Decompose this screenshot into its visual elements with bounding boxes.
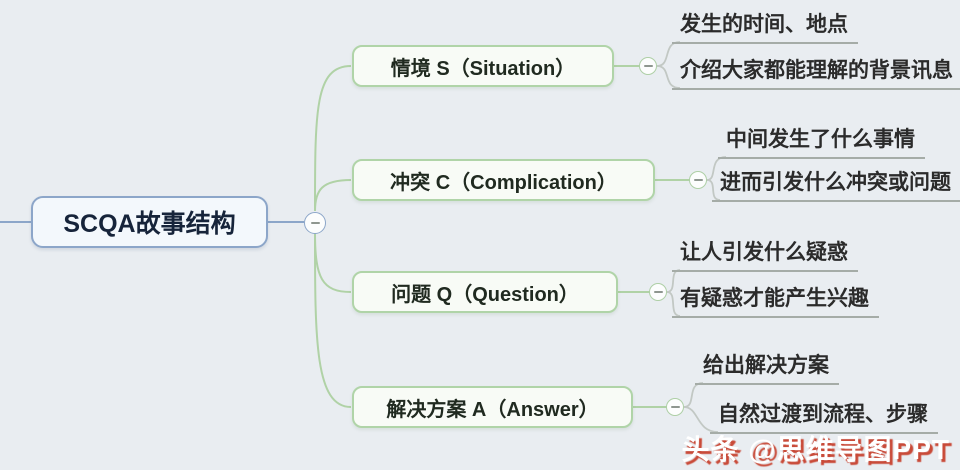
leaf-answer-solution[interactable]: 给出解决方案: [695, 353, 839, 385]
connector-leaf-answer-2: [683, 406, 719, 433]
leaf-label: 发生的时间、地点: [680, 13, 848, 36]
branch-node-answer[interactable]: 解决方案 A（Answer）: [352, 386, 633, 428]
watermark-text: 头条 @思维导图PPT: [681, 434, 950, 465]
branch-label-situation: 情境 S（Situation）: [390, 57, 576, 80]
leaf-question-doubt[interactable]: 让人引发什么疑惑: [672, 240, 858, 272]
complication-collapse-button[interactable]: [689, 171, 707, 189]
root-node-label: SCQA故事结构: [63, 210, 236, 238]
connector-root-branch-question: [314, 232, 352, 293]
leaf-complication-conflict[interactable]: 进而引发什么冲突或问题: [712, 170, 960, 202]
connector-root-branch-answer: [314, 232, 352, 408]
leaf-label: 进而引发什么冲突或问题: [720, 171, 951, 194]
connector-root-branch-complication: [314, 179, 352, 212]
connector-leaf-question-2: [666, 291, 681, 317]
answer-collapse-button[interactable]: [666, 398, 684, 416]
leaf-situation-background[interactable]: 介绍大家都能理解的背景讯息: [672, 58, 960, 90]
connector-root-branch-situation: [314, 65, 352, 212]
leaf-label: 让人引发什么疑惑: [680, 241, 848, 264]
toutiao-watermark: 头条 @思维导图PPT: [681, 428, 950, 468]
collapse-minus-icon: [653, 291, 663, 293]
branch-node-situation[interactable]: 情境 S（Situation）: [352, 45, 614, 87]
question-collapse-button[interactable]: [649, 283, 667, 301]
collapse-minus-icon: [670, 406, 680, 408]
branch-label-answer: 解决方案 A（Answer）: [386, 398, 599, 421]
leaf-label: 介绍大家都能理解的背景讯息: [680, 59, 953, 82]
connector-leaf-situation-2: [656, 65, 681, 89]
branch-node-question[interactable]: 问题 Q（Question）: [352, 271, 618, 313]
collapse-minus-icon: [643, 65, 653, 67]
leaf-label: 给出解决方案: [703, 354, 829, 377]
leaf-complication-event[interactable]: 中间发生了什么事情: [718, 127, 925, 159]
branch-label-question: 问题 Q（Question）: [391, 283, 579, 306]
root-node-scqa[interactable]: SCQA故事结构: [31, 196, 268, 248]
leaf-label: 有疑惑才能产生兴趣: [680, 287, 869, 310]
leaf-label: 中间发生了什么事情: [726, 128, 915, 151]
root-collapse-button[interactable]: [304, 212, 326, 234]
leaf-situation-time-place[interactable]: 发生的时间、地点: [672, 12, 858, 44]
leaf-question-interest[interactable]: 有疑惑才能产生兴趣: [672, 286, 879, 318]
branch-node-complication[interactable]: 冲突 C（Complication）: [352, 159, 655, 201]
branch-label-complication: 冲突 C（Complication）: [390, 171, 617, 194]
collapse-minus-icon: [310, 222, 320, 224]
leaf-label: 自然过渡到流程、步骤: [718, 403, 928, 426]
collapse-minus-icon: [693, 179, 703, 181]
leaf-answer-transition[interactable]: 自然过渡到流程、步骤: [710, 402, 938, 434]
situation-collapse-button[interactable]: [639, 57, 657, 75]
connector-leaf-complication-2: [706, 179, 721, 201]
connector-leaf-answer-1: [683, 382, 704, 408]
